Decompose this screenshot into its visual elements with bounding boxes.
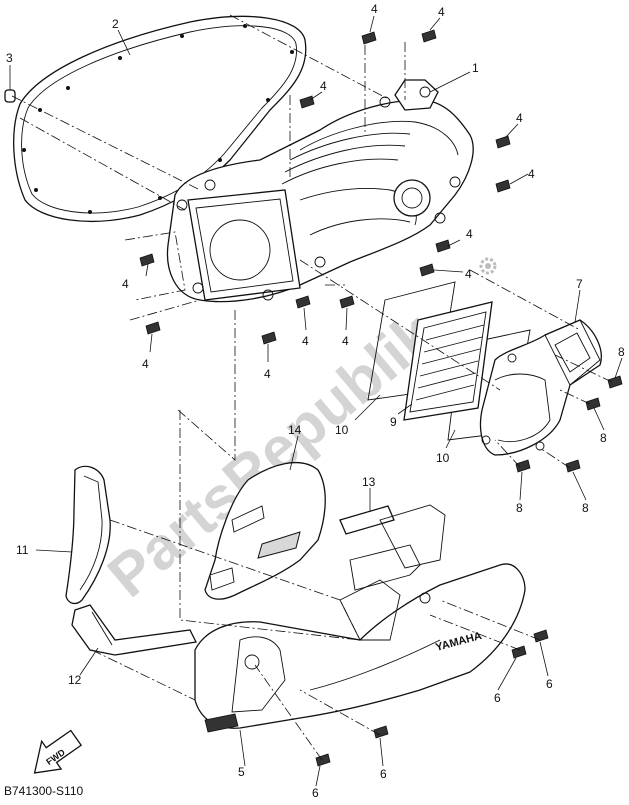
callout-4: 4 xyxy=(302,334,309,348)
bolt-6 xyxy=(315,753,331,767)
bolt-4 xyxy=(139,253,155,267)
callout-4: 4 xyxy=(438,5,445,19)
dowel-pin-part-3 xyxy=(4,89,16,103)
callout-4: 4 xyxy=(264,367,271,381)
callout-4: 4 xyxy=(465,267,472,281)
bolt-4 xyxy=(495,179,511,193)
cleaner-cover-part-7 xyxy=(479,319,602,456)
bolt-4 xyxy=(361,31,377,45)
fwd-arrow: FWD xyxy=(33,729,83,774)
side-cover-part-14 xyxy=(204,462,326,600)
callout-4: 4 xyxy=(528,167,535,181)
callout-4: 4 xyxy=(516,111,523,125)
bolt-4 xyxy=(299,95,315,109)
callout-1: 1 xyxy=(472,61,479,75)
callout-13: 13 xyxy=(362,475,376,489)
bolt-4 xyxy=(495,135,511,149)
callout-4: 4 xyxy=(466,227,473,241)
callout-4: 4 xyxy=(320,79,327,93)
lower-cover-part-5: YAMAHA xyxy=(194,504,526,733)
callout-8: 8 xyxy=(600,431,607,445)
callout-4: 4 xyxy=(142,357,149,371)
callout-4: 4 xyxy=(122,277,129,291)
diagram-code: B741300-S110 xyxy=(4,784,84,798)
callout-14: 14 xyxy=(288,423,302,437)
callout-6: 6 xyxy=(380,767,387,781)
callout-8: 8 xyxy=(618,345,625,359)
seal-strip-part-13 xyxy=(339,505,395,535)
callout-10: 10 xyxy=(436,451,450,465)
gasket-part-2 xyxy=(13,15,307,222)
callout-10: 10 xyxy=(335,423,349,437)
bolt-6 xyxy=(533,629,549,643)
bolt-4 xyxy=(295,295,311,309)
leader-lines xyxy=(9,15,623,787)
bolt-4 xyxy=(421,29,437,43)
bolt-4 xyxy=(339,295,355,309)
bolt-8 xyxy=(515,459,531,473)
callout-6: 6 xyxy=(494,691,501,705)
bolt-4 xyxy=(261,331,277,345)
gear-icon xyxy=(479,257,497,275)
callout-7: 7 xyxy=(576,277,583,291)
bolts xyxy=(139,29,623,767)
callout-8: 8 xyxy=(516,501,523,515)
bolt-4 xyxy=(419,263,435,277)
callout-6: 6 xyxy=(312,786,319,800)
filter-element-part-9 xyxy=(403,301,493,421)
callout-4: 4 xyxy=(342,334,349,348)
bolt-4 xyxy=(145,321,161,335)
assembly-lines xyxy=(11,14,613,761)
callout-4: 4 xyxy=(371,2,378,16)
callout-8: 8 xyxy=(582,501,589,515)
bolt-4 xyxy=(435,239,451,253)
callout-12: 12 xyxy=(68,673,82,687)
callout-3: 3 xyxy=(6,51,13,65)
side-panel-part-11 xyxy=(65,465,111,605)
bracket-part-12 xyxy=(71,604,197,656)
crankcase-cover-part-1 xyxy=(166,79,474,303)
bolt-8 xyxy=(585,397,601,411)
bolt-6 xyxy=(373,725,389,739)
callout-6: 6 xyxy=(546,677,553,691)
callout-labels: 1 2 3 4 4 4 4 4 4 4 4 4 4 4 4 5 6 6 6 6 … xyxy=(6,2,625,800)
callout-11: 11 xyxy=(16,543,29,557)
callout-5: 5 xyxy=(238,765,245,779)
bolt-6 xyxy=(511,645,527,659)
callout-9: 9 xyxy=(390,415,397,429)
callout-2: 2 xyxy=(112,17,119,31)
bolt-8 xyxy=(607,375,623,389)
bolt-8 xyxy=(565,459,581,473)
